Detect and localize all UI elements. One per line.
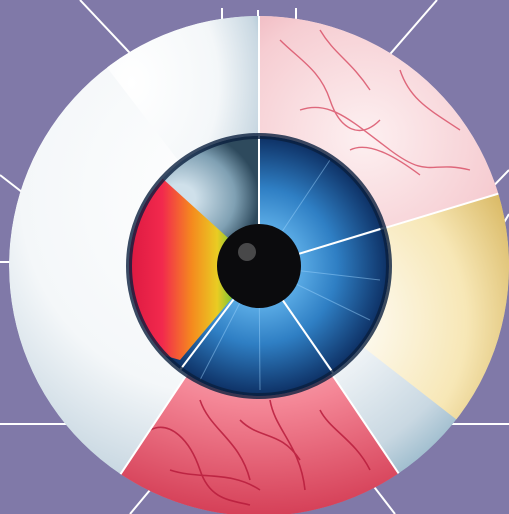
pupil [217,224,301,308]
pupil-highlight [238,243,256,261]
